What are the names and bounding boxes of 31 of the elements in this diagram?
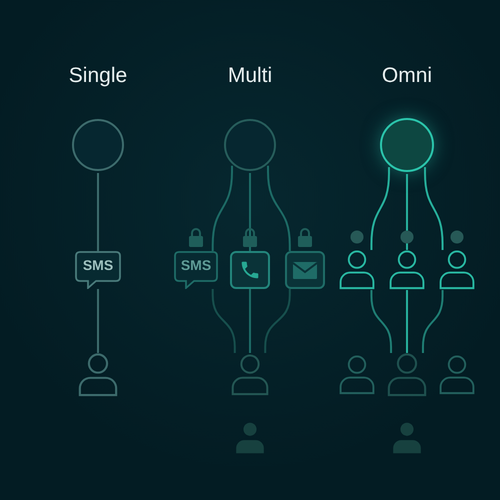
connector-line	[370, 167, 390, 250]
person-icon	[386, 353, 428, 397]
connector-line	[212, 289, 236, 353]
bubble-label: SMS	[82, 258, 114, 272]
person-icon	[438, 355, 476, 395]
connector-line	[406, 290, 408, 353]
message-bubble	[75, 251, 121, 289]
channel-box	[230, 251, 270, 289]
connector-line	[370, 290, 392, 353]
person-icon	[230, 353, 270, 397]
connector-line	[249, 289, 251, 353]
connector-line	[422, 290, 444, 353]
person-icon	[438, 250, 476, 290]
column-heading: Single	[68, 63, 128, 89]
column-heading: Omni	[380, 63, 434, 89]
connector-line	[264, 289, 291, 353]
connector-line	[267, 166, 291, 251]
channel-box	[285, 251, 325, 289]
connector-line	[424, 167, 444, 250]
connector-line	[212, 166, 233, 251]
message-bubble	[174, 251, 218, 289]
person-icon	[338, 355, 376, 395]
connector-line	[406, 174, 408, 250]
person-icon	[338, 250, 376, 290]
connector-line	[97, 173, 99, 251]
person-icon	[77, 353, 119, 397]
bubble-label: SMS	[180, 258, 212, 272]
connector-line	[97, 289, 99, 353]
connector-line	[249, 173, 251, 251]
column-heading: Multi	[226, 63, 274, 89]
person-icon	[388, 250, 426, 290]
